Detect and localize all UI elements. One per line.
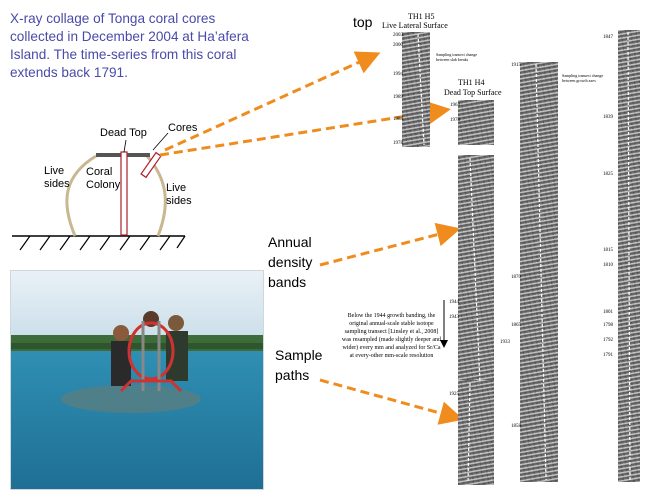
live-sides-right-label: Live sides: [166, 182, 192, 207]
field-photo: [10, 270, 264, 490]
core-h4-title: TH1 H4: [458, 78, 485, 87]
core-h5-year: 1989: [393, 95, 403, 100]
core-d-year: 1825: [603, 172, 613, 177]
core-d-year: 1798: [603, 323, 613, 328]
sample-paths-label: Sample paths: [275, 347, 323, 383]
core-d-year: 1810: [603, 263, 613, 268]
intro-caption: X-ray collage of Tonga coral cores colle…: [10, 11, 249, 80]
core-d-xray: [618, 30, 640, 482]
core-h5-xray: [402, 32, 430, 147]
core-h5-note: Sampling transect change between slab br…: [436, 52, 478, 62]
core-h5-year: 1984: [393, 117, 403, 122]
core-d-year: 1847: [603, 35, 613, 40]
core-c-year: 1870: [511, 275, 521, 280]
core-d-year: 1792: [603, 338, 613, 343]
annual-density-bands-label: Annual density bands: [268, 234, 313, 290]
core-h4-year: 1963: [450, 103, 460, 108]
core-h4-middle-xray: [458, 155, 494, 385]
core-h4-year: 1925: [449, 392, 459, 397]
core-h5-year: 2000: [393, 43, 403, 48]
core-c-year: 1865: [511, 323, 521, 328]
cores-label: Cores: [168, 122, 198, 134]
core-h5-year: 1978: [393, 141, 403, 146]
dashed-arrow-icon: [164, 51, 381, 152]
resampling-annotation: Below the 1944 growth banding, the origi…: [341, 313, 442, 359]
core-c-year: 1858: [511, 424, 521, 429]
coral-colony-label: Coral Colony: [86, 166, 121, 191]
core-d-year: 1801: [603, 310, 613, 315]
core-h4-year: 1978: [450, 118, 460, 123]
dead-top-label: Dead Top: [100, 127, 147, 139]
core-h5-year: 1994: [393, 72, 403, 77]
core-h5-year: 2003: [393, 33, 403, 38]
core-d-year: 1839: [603, 115, 613, 120]
core-c-xray: [520, 62, 558, 482]
core-c-note: Sampling transect change between growth …: [562, 73, 604, 83]
annotation-arrow-icon: [440, 300, 448, 348]
core-h5-title: TH1 H5: [408, 12, 435, 21]
core-h4-subtitle: Dead Top Surface: [444, 88, 502, 97]
core-h4-year: 1944: [449, 300, 459, 305]
top-label: top: [353, 14, 373, 30]
core-d-year: 1815: [603, 248, 613, 253]
core-h4-top-xray: [458, 100, 494, 145]
core-h4-bottom-xray: [458, 380, 494, 485]
core-h5-subtitle: Live Lateral Surface: [382, 21, 448, 30]
live-sides-left-label: Live sides: [44, 165, 70, 190]
core-c-year: 1915: [511, 63, 521, 68]
core-h4-year: 1933: [500, 340, 510, 345]
core-d-year: 1791: [603, 353, 613, 358]
core-h4-year: 1943: [449, 315, 459, 320]
